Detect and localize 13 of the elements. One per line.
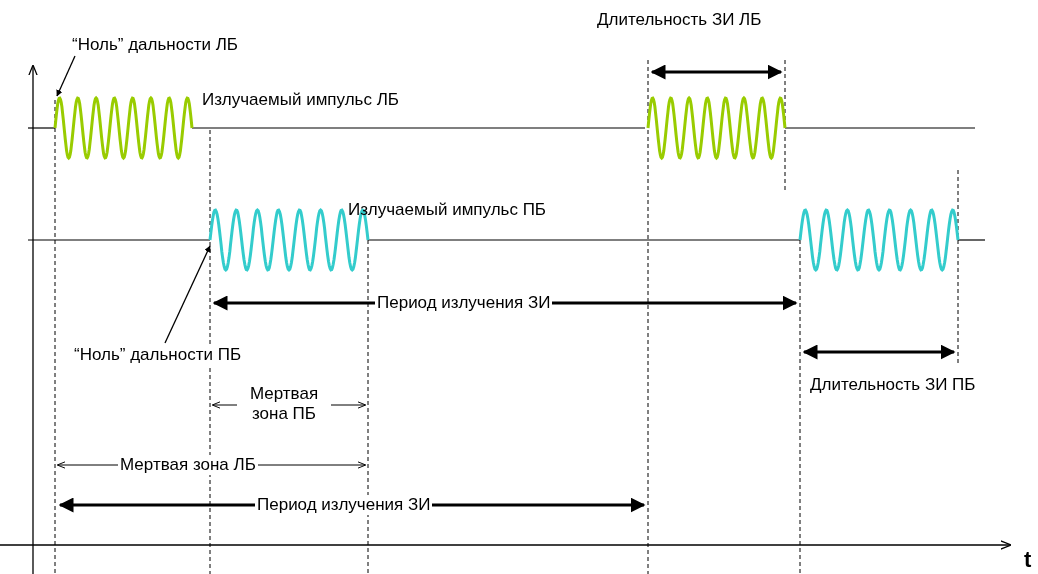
signal-label: Излучаемый импульс ПБ (347, 200, 548, 220)
dimension-label: Период излучения ЗИ (255, 495, 433, 515)
leader-line (164, 245, 211, 344)
dimension-label: Длительность ЗИ ЛБ (595, 10, 764, 30)
callout-label: “Ноль” дальности ПБ (72, 345, 244, 365)
pulse-waveform (53, 95, 194, 161)
axis-label: t (1022, 550, 1034, 570)
leader-line (56, 55, 76, 97)
signal-label: Излучаемый импульс ЛБ (201, 90, 400, 110)
dimension-label: Период излучения ЗИ (375, 293, 553, 313)
callout-label: “Ноль” дальности ЛБ (70, 35, 240, 55)
dimension-label: Мертвая зона ЛБ (118, 455, 258, 475)
dimension-label: Длительность ЗИ ПБ (808, 375, 978, 395)
